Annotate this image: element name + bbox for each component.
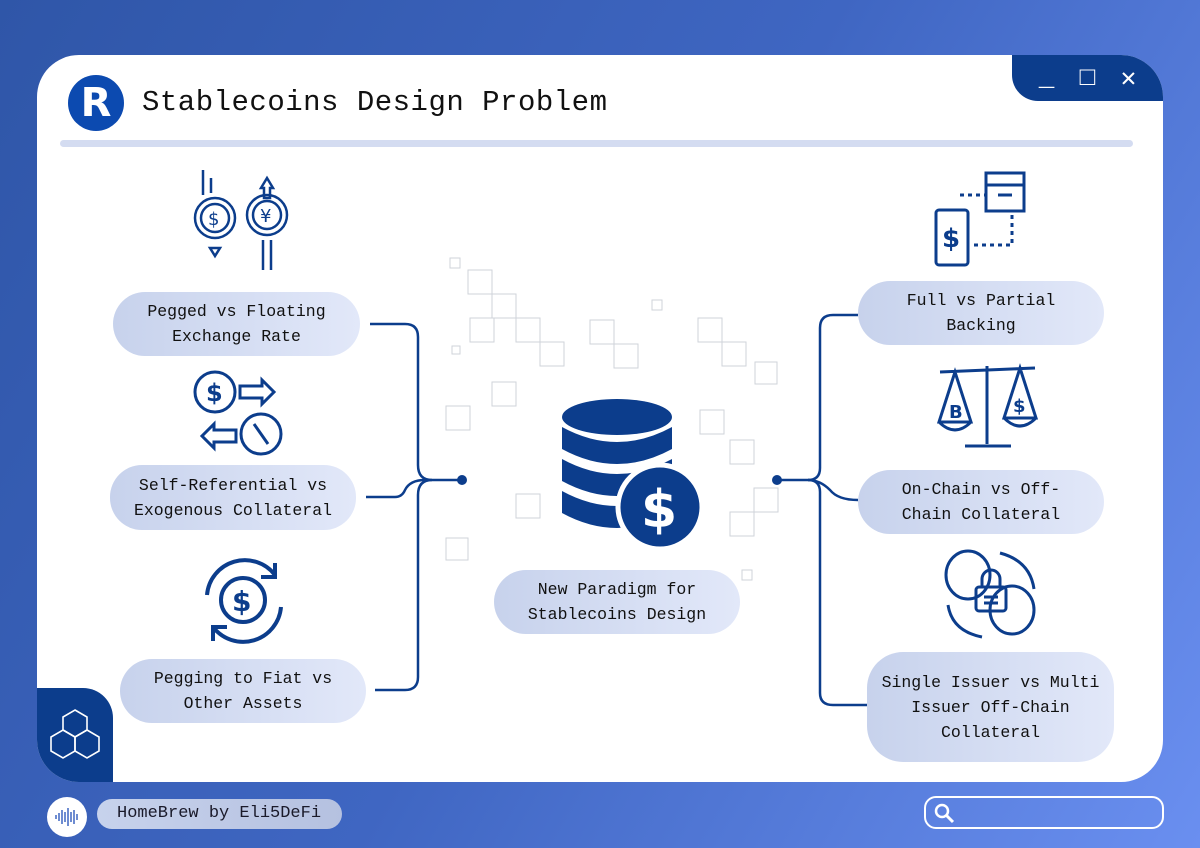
locked-coins-icon — [944, 549, 1036, 639]
pill-fiat-other: Pegging to Fiat vs Other Assets — [120, 659, 366, 723]
dollar-refresh-icon: $ — [205, 558, 283, 644]
logo: R — [68, 75, 124, 131]
page-title: Stablecoins Design Problem — [142, 86, 608, 119]
svg-text:$: $ — [641, 480, 677, 540]
brand-label: HomeBrew by Eli5DeFi — [97, 799, 342, 829]
pill-onchain-offchain: On-Chain vs Off- Chain Collateral — [858, 470, 1104, 534]
search-input[interactable] — [924, 796, 1164, 829]
search-icon — [934, 803, 955, 824]
background-squares — [445, 257, 779, 581]
window-controls: _ □ ✕ — [1012, 55, 1163, 101]
phone-box-icon: $ — [934, 171, 1026, 267]
audio-wave-icon — [47, 797, 87, 837]
pill-self-referential: Self-Referential vs Exogenous Collateral — [110, 465, 356, 530]
svg-text:$: $ — [1013, 396, 1026, 417]
svg-text:¥: ¥ — [260, 206, 271, 227]
svg-text:$: $ — [232, 585, 251, 618]
maximize-button[interactable]: □ — [1079, 63, 1096, 93]
minimize-button[interactable]: _ — [1038, 63, 1055, 93]
pill-pegged-floating: Pegged vs Floating Exchange Rate — [113, 292, 360, 356]
swap-currency-icon: $ — [193, 370, 283, 456]
svg-text:$: $ — [208, 209, 219, 230]
svg-text:$: $ — [942, 224, 960, 254]
pill-single-multi-issuer: Single Issuer vs Multi Issuer Off-Chain … — [867, 652, 1114, 762]
svg-text:$: $ — [206, 379, 223, 407]
pill-full-partial: Full vs Partial Backing — [858, 281, 1104, 345]
close-button[interactable]: ✕ — [1120, 63, 1137, 94]
scale-icon: B$ — [936, 363, 1039, 448]
database-dollar-icon: $ — [562, 399, 705, 552]
cubes-icon — [37, 688, 113, 782]
divider — [60, 140, 1133, 147]
pill-new-paradigm: New Paradigm for Stablecoins Design — [494, 570, 740, 634]
svg-text:B: B — [949, 402, 963, 423]
currency-exchange-icon: $¥ — [193, 170, 289, 270]
